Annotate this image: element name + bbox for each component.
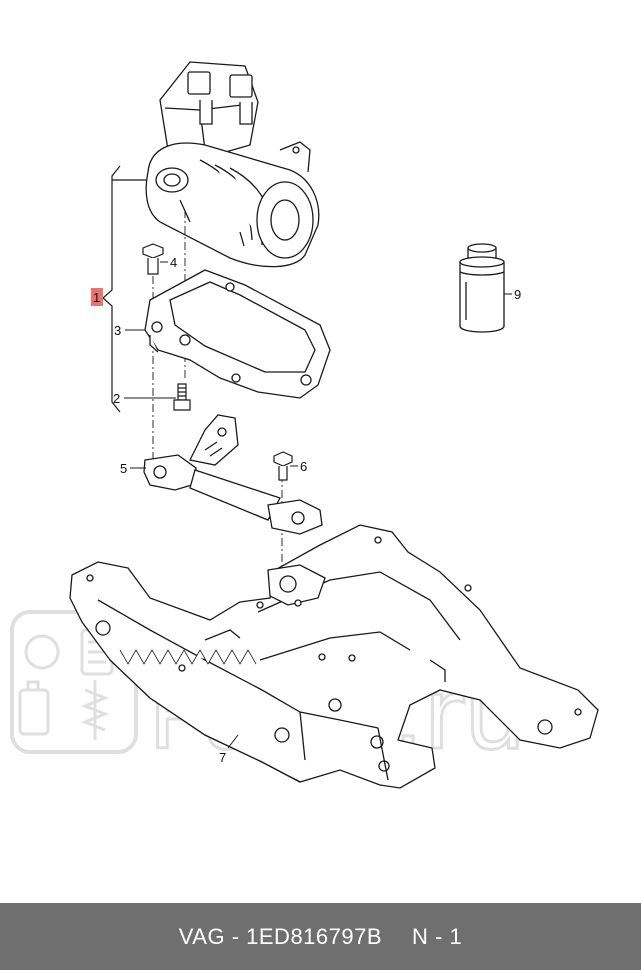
subframe: [69, 524, 599, 789]
callout-5: 5: [120, 461, 127, 476]
callout-4: 4: [170, 255, 177, 270]
mounting-bracket: [144, 269, 331, 399]
callout-1-highlight: [91, 288, 103, 306]
callout-1: 1: [93, 290, 100, 305]
callout-3: 3: [114, 323, 121, 338]
callout-6: 6: [300, 459, 307, 474]
callout-2: 2: [113, 391, 120, 406]
footer-bar: VAG - 1ED816797B N - 1: [0, 903, 641, 970]
shock-absorber-icon: [80, 680, 110, 740]
oil-bottle: [459, 243, 505, 333]
callout-9: 9: [514, 287, 521, 302]
group-bracket: [102, 165, 148, 413]
callout-7: 7: [219, 750, 226, 765]
parts-diagram: Parts.ru 1 9: [10, 61, 599, 789]
position-label: N - 1: [412, 923, 463, 949]
leader-7: [227, 734, 239, 749]
bolt-4: [142, 243, 164, 275]
bolt-2: [173, 383, 191, 411]
oil-can-icon: [18, 680, 50, 736]
bolt-6: [273, 451, 293, 481]
ac-compressor: [145, 61, 320, 268]
cross-bracket: [143, 414, 323, 535]
part-number: VAG - 1ED816797B: [178, 923, 383, 949]
